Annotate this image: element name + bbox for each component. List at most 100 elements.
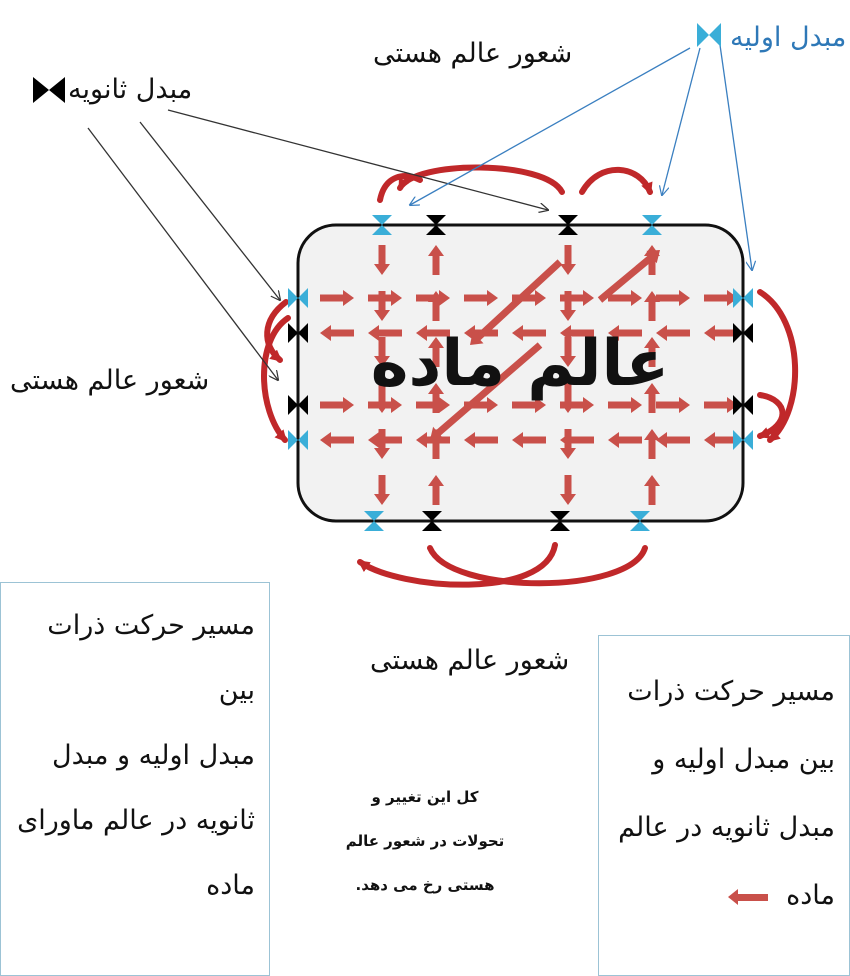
center-note-line: هستی رخ می دهد. (355, 876, 495, 894)
flow-arrow (560, 429, 576, 459)
center-note-line: تحولات در شعور عالم (345, 832, 505, 850)
legend-box-right: مسیر حرکت ذرات بین مبدل اولیه و مبدل ثان… (598, 635, 850, 976)
flow-arrow (560, 337, 576, 367)
legend-right-text: مسیر حرکت ذرات بین مبدل اولیه و مبدل ثان… (600, 658, 835, 930)
flow-arrow (428, 245, 444, 275)
converter-primary-left (288, 430, 308, 450)
flow-arrow (428, 383, 444, 413)
converter-secondary-right (733, 323, 753, 343)
flow-arrow (374, 337, 390, 367)
flow-arrow (704, 397, 738, 413)
flow-arrow (428, 475, 444, 505)
flow-arrow (470, 259, 563, 345)
flow-arrow (374, 475, 390, 505)
secondary-converter-legend: مبدل ثانویه (28, 68, 218, 112)
consciousness-label-bottom: شعور عالم هستی (370, 645, 570, 676)
flow-arrow (560, 397, 594, 413)
legend-box-left: مسیر حرکت ذرات بین مبدل اولیه و مبدل ثان… (0, 582, 270, 976)
flow-arrow (320, 397, 354, 413)
converter-secondary-left (288, 323, 308, 343)
consciousness-label-top: شعور عالم هستی (373, 38, 573, 69)
bowtie-icon-blue (697, 23, 721, 47)
flow-arrow (512, 290, 546, 306)
flow-arrow (464, 290, 498, 306)
flow-arrow (464, 432, 498, 448)
flow-arrow (512, 397, 546, 413)
converter-secondary-bottom (422, 511, 442, 531)
flow-arrow (644, 383, 660, 413)
converter-secondary-left (288, 395, 308, 415)
legend-right-line: بین مبدل اولیه و (652, 744, 835, 775)
flow-arrow (374, 291, 390, 321)
converter-secondary-right (733, 395, 753, 415)
converter-primary-right (733, 430, 753, 450)
flow-arrow (320, 325, 354, 341)
legend-left-text: مسیر حرکت ذرات بین مبدل اولیه و مبدل ثان… (5, 593, 255, 918)
flow-arrow (560, 475, 576, 505)
flow-arrow (512, 325, 546, 341)
converters (288, 215, 753, 531)
flow-arrow (374, 383, 390, 413)
legend-right-line: ماده (600, 862, 835, 930)
consciousness-label-left: شعور عالم هستی (10, 365, 210, 396)
flow-arrow (704, 290, 738, 306)
outer-curved-arrows (261, 164, 798, 588)
flow-arrow (644, 475, 660, 505)
secondary-pointer-lines (87, 109, 548, 380)
converter-primary-top (642, 215, 662, 235)
flow-arrow (430, 342, 543, 440)
converter-secondary-top (426, 215, 446, 235)
flow-arrow (704, 325, 738, 341)
legend-flat-arrow (727, 888, 768, 905)
legend-left-line: ماده (206, 870, 255, 901)
internal-flow-arrows (320, 245, 738, 505)
flow-arrow (656, 432, 690, 448)
center-note: کل این تغییر و تحولات در شعور عالم هستی … (310, 775, 540, 907)
secondary-converter-label: مبدل ثانویه (68, 74, 193, 105)
flow-arrow (608, 325, 642, 341)
flow-arrow (644, 429, 660, 459)
flow-arrow (416, 325, 450, 341)
flow-arrow (428, 291, 444, 321)
flow-arrow (608, 397, 642, 413)
converter-primary-right (733, 288, 753, 308)
flow-arrow (560, 291, 576, 321)
legend-left-line: مبدل اولیه و مبدل (52, 740, 255, 771)
legend-left-line: مسیر حرکت ذرات بین (47, 610, 255, 706)
converter-primary-top (372, 215, 392, 235)
converter-secondary-bottom (550, 511, 570, 531)
center-note-line: کل این تغییر و (371, 788, 479, 806)
flow-arrow (644, 291, 660, 321)
flow-arrow (512, 432, 546, 448)
flow-arrow (428, 337, 444, 367)
flow-arrow (644, 337, 660, 367)
flow-arrow (656, 290, 690, 306)
primary-pointer-lines (410, 44, 752, 270)
flow-arrow (560, 290, 594, 306)
primary-converter-label: مبدل اولیه (730, 22, 847, 53)
flow-arrow (320, 432, 354, 448)
flow-arrow (320, 290, 354, 306)
flow-arrow (368, 325, 402, 341)
converter-primary-bottom (364, 511, 384, 531)
flow-arrow (374, 245, 390, 275)
material-world-label: عالم ماده (371, 327, 670, 401)
converter-primary-bottom (630, 511, 650, 531)
flow-arrow (464, 397, 498, 413)
converter-primary-left (288, 288, 308, 308)
flow-arrow (656, 325, 690, 341)
converter-secondary-top (558, 215, 578, 235)
legend-right-last: ماده (786, 880, 835, 911)
legend-left-line: ثانویه در عالم ماورای (17, 805, 255, 836)
bowtie-icon-black (33, 77, 65, 103)
legend-right-line: مبدل ثانویه در عالم (618, 812, 835, 843)
flow-arrow (560, 383, 576, 413)
flow-arrow (656, 397, 690, 413)
legend-right-line: مسیر حرکت ذرات (627, 676, 835, 707)
flow-arrow (608, 432, 642, 448)
primary-converter-legend: مبدل اولیه (690, 18, 850, 58)
flow-arrow (374, 429, 390, 459)
flow-arrow (597, 250, 660, 303)
flow-arrow (704, 432, 738, 448)
flow-arrow (560, 245, 576, 275)
